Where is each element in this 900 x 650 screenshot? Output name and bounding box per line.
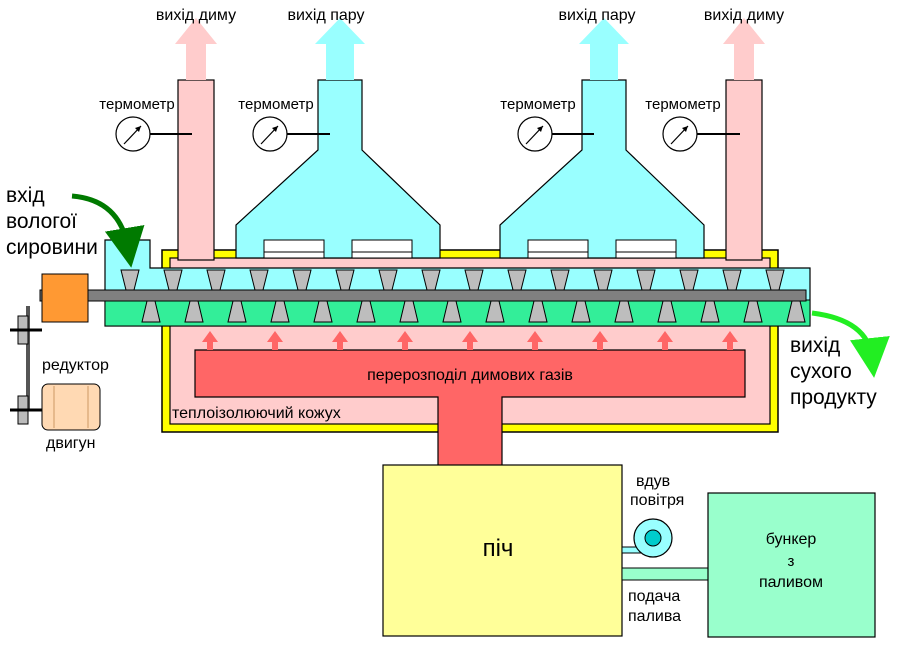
motor-label: двигун (46, 435, 95, 452)
screw-flight (399, 300, 419, 323)
screw-flight (206, 269, 226, 291)
thermometer-2 (252, 116, 330, 152)
screw-flight (249, 269, 269, 291)
screw-flight (270, 300, 290, 323)
hot-gas-arrow-icon (397, 331, 413, 350)
thermometer-label-4: термометр (645, 96, 720, 113)
bunker-label-3: паливом (759, 574, 823, 591)
screw-flight (184, 300, 204, 323)
screw-flight (528, 300, 548, 323)
thermometer-4 (662, 116, 740, 152)
air-blow-label-1: вдув (636, 473, 670, 490)
hot-gas-arrow-icon (202, 331, 218, 350)
screw-flight (313, 300, 333, 323)
screw-flight (507, 269, 527, 291)
screw-flight (335, 269, 355, 291)
product-out-arrow-icon (811, 310, 890, 378)
product-out-label-2: сухого (790, 360, 852, 383)
screw-flight (722, 269, 742, 291)
thermometer-label-2: термометр (238, 96, 313, 113)
product-out-label-3: продукту (790, 386, 877, 409)
thermometer-1 (115, 116, 192, 152)
screw-flight (636, 269, 656, 291)
thermometer-label-3: термометр (500, 96, 575, 113)
screw-flight (485, 300, 505, 323)
steam-hood-left (235, 79, 441, 259)
screw-flight (743, 300, 763, 323)
furnace-label: піч (483, 535, 514, 562)
hot-gas-arrow-icon (462, 331, 478, 350)
bunker-label-1: бункер (766, 531, 817, 548)
screw-flight (141, 300, 161, 323)
screw-shaft (39, 289, 807, 302)
fuel-feed-label-2: палива (628, 608, 681, 625)
reducer-label: редуктор (42, 357, 109, 374)
hot-gas-arrow-icon (592, 331, 608, 350)
screw-flight (786, 300, 806, 323)
smoke-arrow-left (175, 18, 217, 80)
screw-flight (464, 269, 484, 291)
screw-flight (421, 269, 441, 291)
smoke-chimney-left (177, 79, 215, 261)
gas-distribution-label: перерозподіл димових газів (367, 367, 573, 384)
reducer (41, 273, 89, 323)
screw-flight (614, 300, 634, 323)
thermometer-label-1: термометр (99, 96, 174, 113)
drive-belt (26, 306, 30, 410)
screw-flight (593, 269, 613, 291)
hot-gas-arrow-icon (657, 331, 673, 350)
screw-flight (120, 269, 140, 291)
bunker-label-2: з (788, 553, 795, 570)
reducer-pulley-icon (10, 315, 42, 345)
fuel-feed-label-1: подача (628, 588, 680, 605)
steam-arrow-right (579, 18, 629, 80)
screw-flight (442, 300, 462, 323)
air-blow-label-2: повітря (630, 492, 684, 509)
smoke-arrow-right (723, 18, 765, 80)
smoke-out-label-left: вихід диму (156, 7, 236, 24)
steam-slots (263, 239, 677, 259)
screw-flight (227, 300, 247, 323)
steam-out-label-right: вихід пару (558, 7, 635, 24)
screw-flights (120, 269, 806, 323)
fuel-feed-pipe (621, 567, 711, 581)
insulation-label: теплоізолюючий кожух (172, 405, 341, 422)
raw-in-arrow-icon (71, 193, 145, 268)
hot-gas-arrow-icon (722, 331, 738, 350)
screw-flight (550, 269, 570, 291)
raw-in-label-1: вхід (6, 184, 45, 207)
motor-pulley-icon (10, 395, 42, 425)
smoke-out-label-right: вихід диму (704, 7, 784, 24)
hot-gas-arrow-icon (332, 331, 348, 350)
screw-flight (292, 269, 312, 291)
raw-in-label-3: сировини (6, 236, 98, 259)
motor (41, 383, 101, 431)
screw-flight (657, 300, 677, 323)
screw-flight (571, 300, 591, 323)
steam-arrow-left (315, 18, 365, 80)
product-out-label-1: вихід (790, 334, 840, 357)
screw-flight (679, 269, 699, 291)
steam-out-label-left: вихід пару (287, 7, 364, 24)
screw-flight (356, 300, 376, 323)
steam-hood-right (499, 79, 705, 259)
hot-gas-arrow-icon (527, 331, 543, 350)
screw-flight (378, 269, 398, 291)
fuel-bunker (707, 492, 876, 638)
hot-gas-arrow-icon (267, 331, 283, 350)
furnace (382, 464, 623, 637)
screw-flight (700, 300, 720, 323)
raw-in-label-2: вологої (6, 210, 77, 233)
screw-flight (765, 269, 785, 291)
gas-arrows (202, 331, 738, 350)
screw-flight (163, 269, 183, 291)
thermometer-3 (517, 116, 594, 152)
air-blower-rotor-icon (644, 529, 662, 547)
smoke-chimney-right (725, 79, 763, 261)
